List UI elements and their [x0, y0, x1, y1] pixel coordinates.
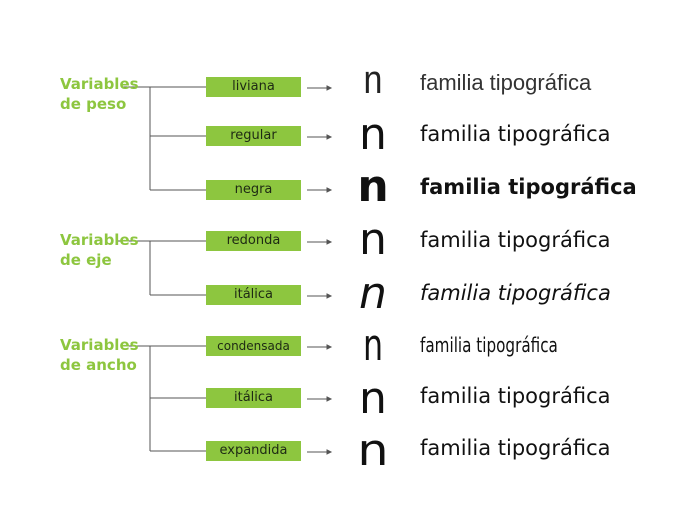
arrow-head	[326, 396, 333, 402]
sample-condensed: familia tipográfica	[420, 333, 558, 357]
arrow-head	[326, 187, 333, 193]
arrow-head	[326, 344, 333, 350]
group-label-line: Variables	[60, 75, 139, 93]
group-label-axis: Variables de eje	[60, 230, 139, 270]
group-label-width: Variables de ancho	[60, 335, 139, 375]
axis-bracket	[118, 240, 206, 296]
sample-expanded: familia tipográfica	[420, 436, 611, 460]
sample-roman: familia tipográfica	[420, 228, 611, 252]
tag-italica-width: itálica	[206, 388, 301, 408]
tag-condensada: condensada	[206, 336, 301, 356]
arrow-head	[326, 239, 333, 245]
sample-italic-width: familia tipográfica	[420, 384, 611, 408]
sample-light: familia tipográfica	[420, 70, 592, 95]
group-label-line: de ancho	[60, 356, 137, 374]
tag-negra: negra	[206, 180, 301, 200]
glyph-condensed: n	[362, 320, 384, 371]
weight-bracket	[123, 86, 206, 191]
glyph-black: n	[357, 161, 389, 212]
arrow-head	[326, 85, 333, 91]
tag-redonda: redonda	[206, 231, 301, 251]
tag-expandida: expandida	[206, 441, 301, 461]
glyph-light: n	[363, 58, 383, 102]
tag-liviana: liviana	[206, 77, 301, 97]
group-label-weight: Variables de peso	[60, 74, 139, 114]
glyph-italic-width: n	[359, 373, 387, 424]
arrow-head	[326, 449, 333, 455]
tag-italica: itálica	[206, 285, 301, 305]
glyph-expanded: n	[357, 425, 389, 476]
glyph-italic: n	[359, 268, 387, 319]
arrow-head	[326, 293, 333, 299]
group-label-line: Variables	[60, 336, 139, 354]
sample-regular: familia tipográfica	[420, 122, 611, 146]
tag-regular: regular	[206, 126, 301, 146]
arrow-head	[326, 134, 333, 140]
width-bracket	[128, 345, 206, 452]
sample-black: familia tipográfica	[420, 175, 637, 199]
glyph-roman: n	[359, 214, 387, 265]
sample-italic: familia tipográfica	[420, 281, 611, 305]
group-label-line: de peso	[60, 95, 127, 113]
group-label-line: Variables	[60, 231, 139, 249]
glyph-regular: n	[359, 109, 387, 160]
group-label-line: de eje	[60, 251, 112, 269]
